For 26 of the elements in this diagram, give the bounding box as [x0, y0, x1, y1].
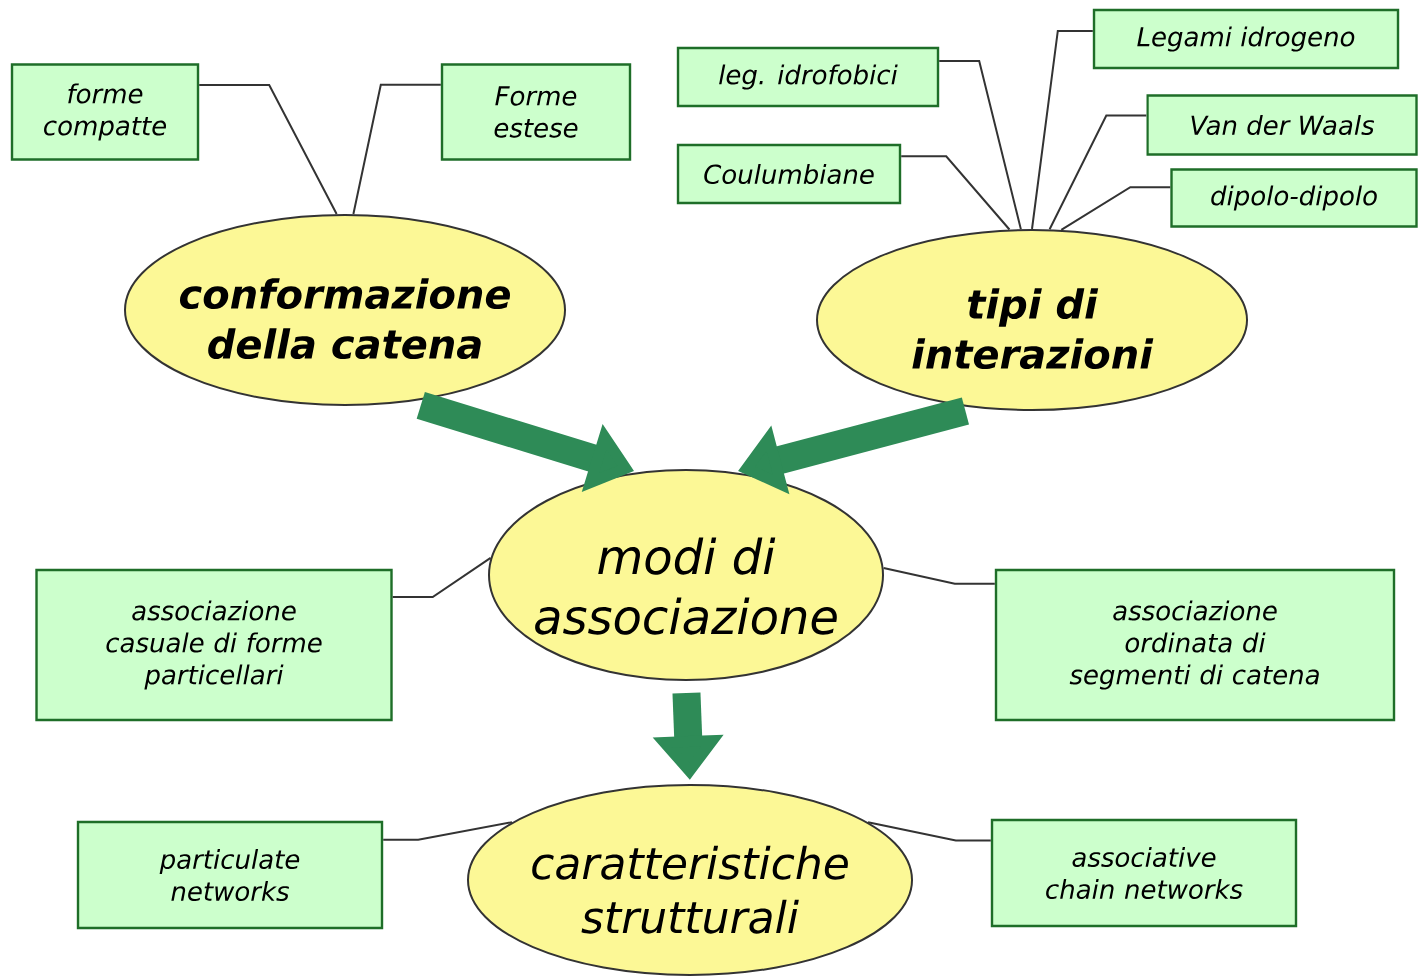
text-box: Coulumbiane — [676, 143, 902, 205]
text-box: associazione ordinata di segmenti di catena — [994, 568, 1396, 722]
leader-line — [938, 59, 1022, 231]
leader-line — [1031, 29, 1094, 230]
leader-line — [382, 821, 513, 841]
text-box: Van der Waals — [1146, 94, 1418, 156]
ellipse-node: tipi di interazioni — [816, 229, 1248, 411]
leader-line — [1060, 186, 1172, 231]
leader-line — [391, 556, 492, 599]
text-box: dipolo-dipolo — [1170, 168, 1418, 228]
text-box: Forme estese — [440, 63, 632, 161]
text-box: Legami idrogeno — [1092, 8, 1400, 70]
ellipse-node: caratteristiche strutturali — [467, 784, 913, 976]
text-box: associazione casuale di forme particellari — [35, 568, 393, 722]
text-box: forme compatte — [10, 63, 200, 161]
text-box: associative chain networks — [990, 818, 1298, 928]
leader-line — [900, 155, 1011, 231]
leader-line — [1048, 114, 1148, 231]
leader-line — [352, 83, 442, 216]
leader-line — [198, 84, 338, 216]
leader-line — [882, 567, 996, 585]
leader-line — [867, 821, 992, 842]
ellipse-node: modi di associazione — [488, 469, 884, 681]
text-box: leg. idrofobici — [676, 46, 940, 108]
ellipse-node: conformazione della catena — [124, 214, 566, 406]
text-box: particulate networks — [76, 820, 384, 930]
